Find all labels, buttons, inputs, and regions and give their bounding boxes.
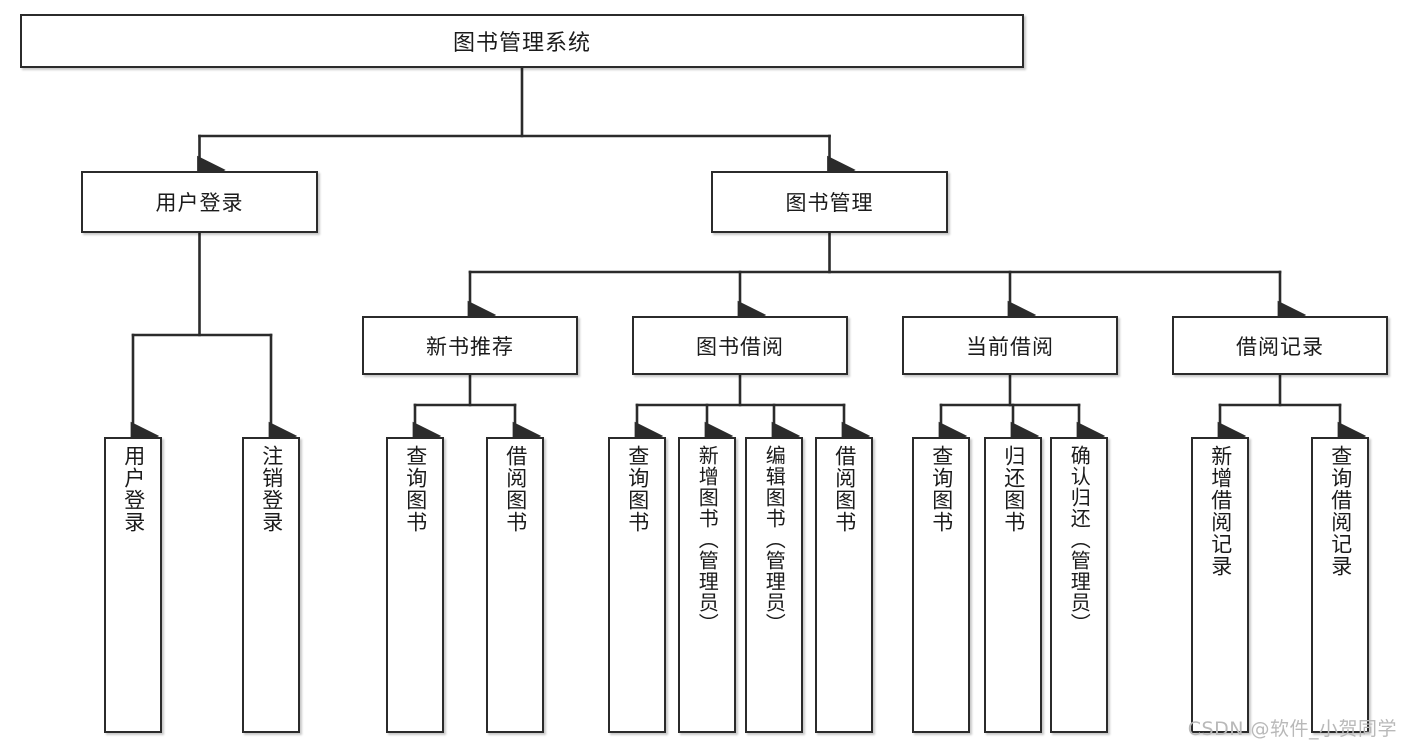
node-label: 新书推荐 xyxy=(426,334,514,359)
node-label: 新增图书（管理员） xyxy=(695,445,720,634)
node-borrow-record[interactable]: 借阅记录 xyxy=(1172,316,1388,375)
node-leaf-query-book-borrow[interactable]: 查询图书 xyxy=(608,437,666,733)
node-root-system[interactable]: 图书管理系统 xyxy=(20,14,1024,68)
node-label: 查询图书 xyxy=(625,445,650,533)
node-label: 当前借阅 xyxy=(966,334,1054,359)
watermark-text: CSDN @软件_小贺同学 xyxy=(1187,718,1397,740)
node-leaf-user-logout[interactable]: 注销登录 xyxy=(242,437,300,733)
node-label: 用户登录 xyxy=(155,191,244,215)
node-label: 用户登录 xyxy=(121,445,146,533)
connector-lines xyxy=(130,66,1367,451)
node-new-book-rec[interactable]: 新书推荐 xyxy=(362,316,578,375)
node-leaf-add-record[interactable]: 新增借阅记录 xyxy=(1191,437,1249,733)
node-label: 归还图书 xyxy=(1001,445,1026,533)
node-leaf-query-record[interactable]: 查询借阅记录 xyxy=(1311,437,1369,733)
node-user-login[interactable]: 用户登录 xyxy=(81,171,318,233)
node-leaf-confirm-return[interactable]: 确认归还（管理员） xyxy=(1050,437,1108,733)
node-label: 编辑图书（管理员） xyxy=(762,445,787,634)
node-label: 借阅图书 xyxy=(832,445,857,533)
node-leaf-edit-book[interactable]: 编辑图书（管理员） xyxy=(745,437,803,733)
node-label: 确认归还（管理员） xyxy=(1067,445,1092,634)
node-book-manage[interactable]: 图书管理 xyxy=(711,171,948,233)
node-leaf-return-book[interactable]: 归还图书 xyxy=(984,437,1042,733)
node-label: 借阅图书 xyxy=(503,445,528,533)
node-label: 注销登录 xyxy=(259,445,284,533)
node-label: 借阅记录 xyxy=(1236,334,1324,359)
node-leaf-query-book-cur[interactable]: 查询图书 xyxy=(912,437,970,733)
node-label: 图书管理系统 xyxy=(452,31,591,56)
node-label: 图书管理 xyxy=(785,191,874,215)
node-leaf-borrow-book-rec[interactable]: 借阅图书 xyxy=(486,437,544,733)
node-leaf-query-book-rec[interactable]: 查询图书 xyxy=(386,437,444,733)
node-label: 图书借阅 xyxy=(696,334,784,359)
node-leaf-add-book[interactable]: 新增图书（管理员） xyxy=(678,437,736,733)
node-label: 查询借阅记录 xyxy=(1328,445,1353,577)
node-label: 新增借阅记录 xyxy=(1208,445,1233,577)
node-leaf-user-login[interactable]: 用户登录 xyxy=(104,437,162,733)
node-leaf-borrow-book[interactable]: 借阅图书 xyxy=(815,437,873,733)
node-current-borrow[interactable]: 当前借阅 xyxy=(902,316,1118,375)
node-label: 查询图书 xyxy=(929,445,954,533)
node-label: 查询图书 xyxy=(403,445,428,533)
node-book-borrow[interactable]: 图书借阅 xyxy=(632,316,848,375)
